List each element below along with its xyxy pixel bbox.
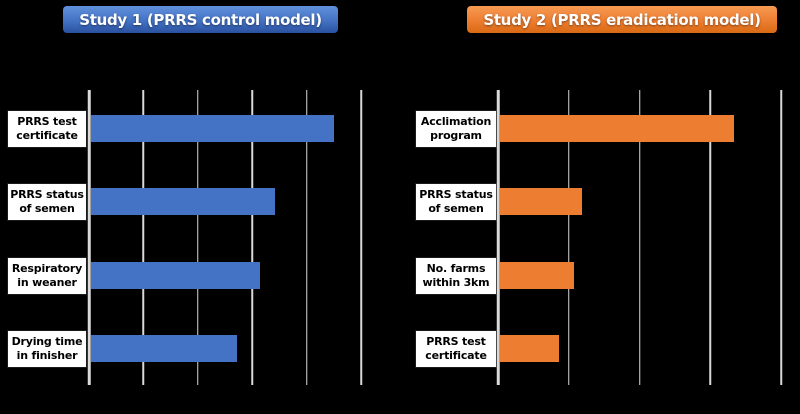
study2-plot-area [496, 90, 782, 385]
category-label: PRRS status of semen [7, 182, 87, 221]
category-label: Drying time in finisher [7, 329, 87, 368]
gridline [360, 90, 362, 385]
gridline [709, 90, 711, 385]
gridline [780, 90, 782, 385]
study2-title-badge: Study 2 (PRRS eradication model) [467, 6, 777, 33]
category-label: PRRS status of semen [415, 182, 497, 221]
gridline [251, 90, 253, 385]
gridline [568, 90, 570, 385]
gridline [197, 90, 199, 385]
bar [91, 262, 261, 289]
bar [91, 335, 237, 362]
category-label: Acclimation program [415, 109, 497, 148]
category-label: PRRS test certificate [415, 329, 497, 368]
value-axis-line [87, 90, 91, 385]
bar [91, 188, 275, 215]
value-axis-line [496, 90, 500, 385]
gridline [142, 90, 145, 385]
category-label: Respiratory in weaner [7, 256, 87, 295]
bar [500, 188, 583, 215]
bar [500, 115, 735, 142]
bar [500, 262, 575, 289]
study1-plot-area [87, 90, 362, 385]
gridline [638, 90, 641, 385]
category-label: No. farms within 3km [415, 256, 497, 295]
category-label: PRRS test certificate [7, 109, 87, 148]
gridline [305, 90, 308, 385]
study1-title-badge: Study 1 (PRRS control model) [63, 6, 338, 33]
bar [500, 335, 559, 362]
bar [91, 115, 335, 142]
